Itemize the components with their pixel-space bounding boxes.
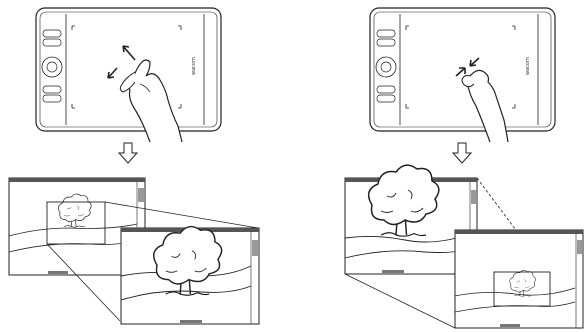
down-arrow-icon xyxy=(118,142,138,164)
down-arrow-icon xyxy=(452,142,472,164)
tablet-icon: wacom xyxy=(369,7,556,132)
zoom-connector-lines xyxy=(46,201,259,322)
tablet-brand-label: wacom xyxy=(191,57,197,75)
tablet-icon: wacom xyxy=(35,7,222,132)
pinch-close-hand-icon xyxy=(455,57,509,143)
tablet-brand-label: wacom xyxy=(525,57,531,75)
enlarged-window-icon xyxy=(120,225,260,325)
window-icon xyxy=(8,177,146,276)
pinch-spread-hand-icon xyxy=(107,45,183,143)
reduced-window-icon xyxy=(454,229,584,329)
window-icon xyxy=(344,164,478,275)
